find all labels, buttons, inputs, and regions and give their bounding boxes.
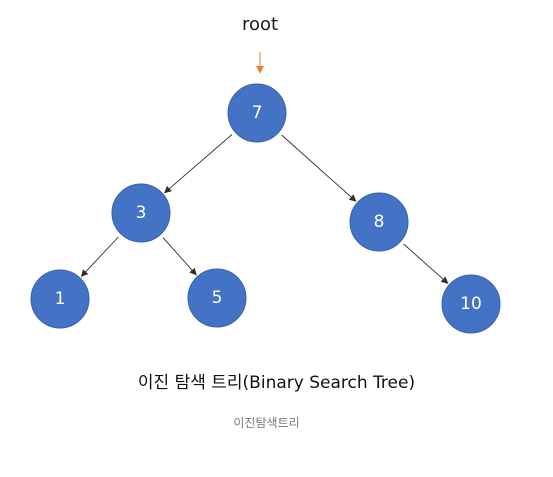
tree-node-label: 3: [136, 203, 147, 223]
tree-node-label: 8: [374, 212, 385, 232]
tree-node-label: 5: [212, 288, 223, 308]
root-pointer-label: root: [242, 14, 278, 35]
tree-node-circle: [111, 183, 171, 243]
diagram-title: 이진 탐색 트리(Binary Search Tree): [137, 373, 416, 393]
tree-node-circle: [349, 192, 409, 252]
edge-n7-n8: [281, 134, 357, 202]
edge-n3-n5: [162, 237, 197, 276]
tree-node-label: 7: [252, 103, 263, 123]
tree-node-7: 7: [227, 83, 287, 143]
tree-node-10: 10: [441, 274, 501, 334]
edge-n3-n1: [80, 236, 119, 277]
tree-node-circle: [227, 83, 287, 143]
nodes-layer: 7 3 8 1 5 10: [30, 83, 501, 334]
edge-n7-n3: [163, 134, 233, 194]
tree-node-5: 5: [187, 268, 247, 328]
tree-node-circle: [187, 268, 247, 328]
tree-node-8: 8: [349, 192, 409, 252]
tree-node-1: 1: [30, 269, 90, 329]
diagram-caption: 이진탐색트리: [233, 416, 300, 430]
tree-node-3: 3: [111, 183, 171, 243]
tree-node-circle: [30, 269, 90, 329]
edges-layer: [80, 134, 449, 284]
tree-node-label: 10: [460, 294, 482, 314]
edge-n8-n10: [403, 243, 449, 284]
tree-node-label: 1: [55, 289, 66, 309]
tree-node-circle: [441, 274, 501, 334]
